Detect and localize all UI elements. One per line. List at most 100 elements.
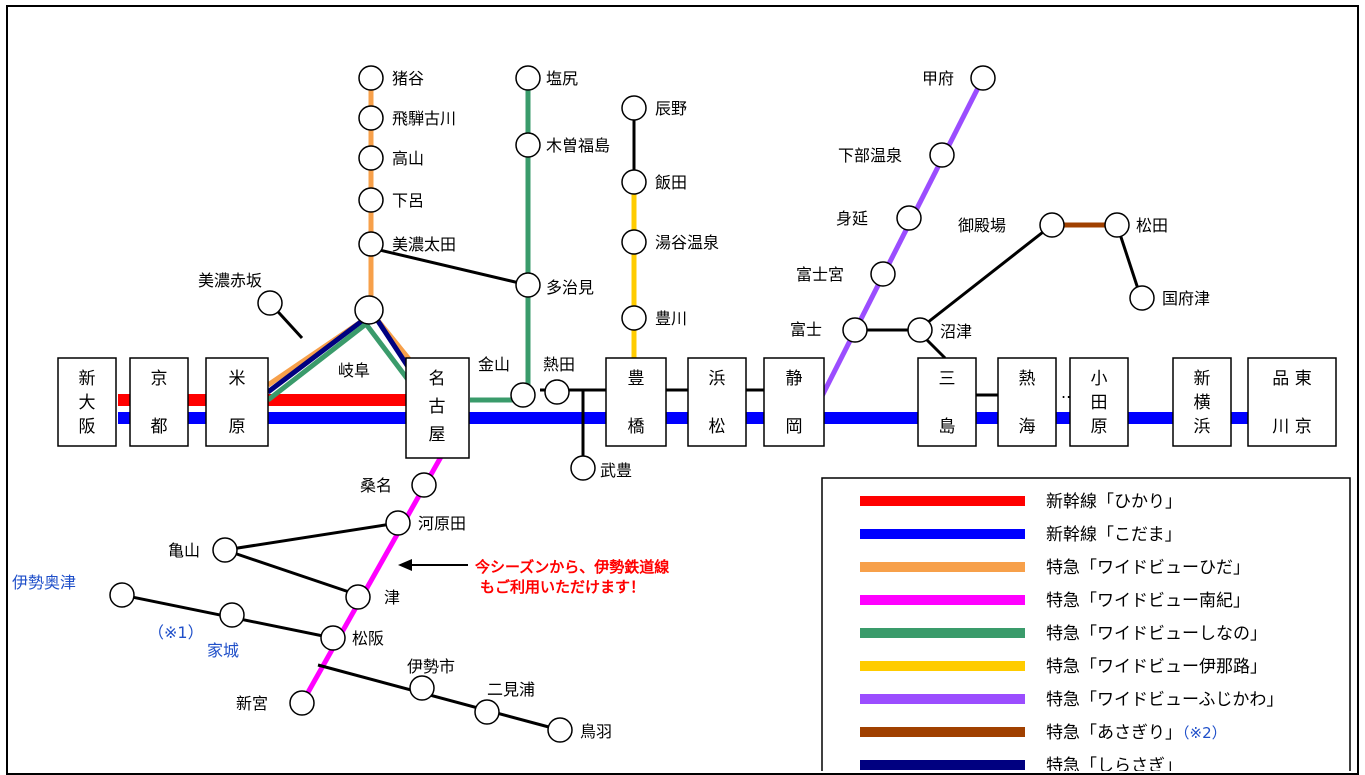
station-box-shin-yokohama[interactable]: 新 横 浜: [1172, 357, 1232, 447]
station-box-odawara[interactable]: 小 田 原: [1069, 357, 1129, 447]
station-box-maibara[interactable]: 米 原: [205, 357, 269, 447]
station-marker-hidafurukawa[interactable]: [358, 105, 384, 131]
station-label-atsuta: 熱田: [543, 355, 575, 374]
station-label-taketoyo: 武豊: [600, 461, 632, 480]
station-marker-toba[interactable]: [547, 717, 573, 743]
station-marker-fuji[interactable]: [842, 317, 868, 343]
station-box-hamamatsu[interactable]: 浜 松: [687, 357, 747, 447]
note-line-2: もご利用いただけます！: [480, 578, 645, 596]
station-marker-futaminoura[interactable]: [474, 699, 500, 725]
gotemba-line: [917, 223, 1053, 332]
box-text: 岡: [786, 417, 803, 437]
station-marker-taketoyo[interactable]: [570, 455, 596, 481]
shinano-line-west: [266, 322, 368, 402]
legend-label: 新幹線「ひかり」: [1046, 491, 1182, 512]
box-text: 小: [1091, 369, 1108, 389]
box-text: 田: [1091, 393, 1108, 413]
box-text: 屋: [429, 425, 446, 445]
station-label-takayama: 高山: [392, 149, 424, 168]
station-box-shin-osaka[interactable]: 新 大 阪: [57, 357, 117, 447]
station-box-mishima[interactable]: 三 島: [917, 357, 977, 447]
station-marker-matsuda[interactable]: [1104, 212, 1130, 238]
station-marker-fujinomiya[interactable]: [870, 261, 896, 287]
box-text: 阪: [79, 417, 96, 437]
station-marker-atsuta[interactable]: [544, 379, 570, 405]
box-text: 横: [1194, 393, 1211, 413]
box-text: 川 京: [1272, 417, 1311, 437]
station-label-iseshi: 伊勢市: [407, 657, 455, 676]
box-text: 京: [151, 369, 168, 389]
legend-label: 特急「あさぎり」（※2）: [1046, 723, 1227, 743]
station-marker-ieki[interactable]: [219, 602, 245, 628]
station-marker-tsu[interactable]: [345, 584, 371, 610]
station-marker-gero[interactable]: [358, 187, 384, 213]
station-marker-iseshi[interactable]: [409, 675, 435, 701]
station-label-tsu: 津: [384, 588, 400, 607]
station-marker-shiojiri[interactable]: [515, 65, 541, 91]
sangu-line: [317, 663, 561, 732]
station-marker-inotani[interactable]: [358, 65, 384, 91]
legend-item: 新幹線「こだま」: [860, 524, 1182, 545]
station-marker-kisofukushima[interactable]: [515, 132, 541, 158]
terminal-boxes: 新 大 阪 京 都 米 原 名 古 屋 豊 橋 浜 松: [57, 357, 1337, 459]
station-box-kyoto[interactable]: 京 都: [129, 357, 189, 447]
station-marker-kozu[interactable]: [1129, 285, 1155, 311]
station-marker-minoakasaka[interactable]: [257, 290, 283, 316]
box-text: 島: [939, 417, 956, 437]
ise-railway-note: 今シーズンから、伊勢鉄道線 もご利用いただけます！: [474, 558, 669, 596]
box-text: 名: [429, 369, 446, 389]
station-marker-gifu[interactable]: [354, 295, 384, 325]
numazu-mishima: [925, 338, 947, 360]
station-label-shingu: 新宮: [236, 694, 268, 713]
note-marker-1: （※1）: [148, 623, 204, 642]
station-label-gero: 下呂: [392, 191, 424, 210]
ellipsis-mark: ..: [1061, 383, 1071, 402]
station-marker-iseokitsu[interactable]: [109, 582, 135, 608]
box-text: 品 東: [1272, 369, 1311, 389]
box-text: 三: [939, 369, 956, 389]
station-marker-kofu[interactable]: [970, 65, 996, 91]
station-marker-tajimi[interactable]: [515, 272, 541, 298]
station-marker-takayama[interactable]: [358, 145, 384, 171]
station-label-toba: 鳥羽: [580, 722, 612, 741]
legend-label: 特急「ワイドビュー伊那路」: [1046, 657, 1267, 677]
station-marker-matsusaka[interactable]: [320, 625, 346, 651]
station-marker-numazu[interactable]: [907, 317, 933, 343]
station-marker-minobu[interactable]: [896, 205, 922, 231]
legend-box: [821, 477, 1351, 771]
station-marker-kawaharada[interactable]: [385, 510, 411, 536]
station-marker-gotemba[interactable]: [1039, 212, 1065, 238]
station-marker-kuwana[interactable]: [411, 472, 437, 498]
station-marker-shingu[interactable]: [289, 690, 315, 716]
station-label-tatsuno: 辰野: [655, 99, 687, 118]
station-box-shizuoka[interactable]: 静 岡: [763, 357, 825, 447]
station-label-gifu: 岐阜: [338, 361, 370, 380]
station-box-shinagawa-tokyo[interactable]: 品 東 川 京: [1247, 357, 1337, 447]
legend-item: 特急「ワイドビューふじかわ」: [860, 690, 1283, 710]
station-marker-kameyama[interactable]: [212, 537, 238, 563]
box-text: 浜: [1194, 417, 1211, 437]
legend: 新幹線「ひかり」新幹線「こだま」特急「ワイドビューひだ」特急「ワイドビュー南紀」…: [821, 477, 1351, 771]
box-text: 都: [151, 417, 168, 437]
station-marker-kanayama[interactable]: [510, 382, 536, 408]
station-box-atami[interactable]: 熱 海: [997, 357, 1057, 447]
legend-label: 特急「ワイドビュー南紀」: [1046, 591, 1250, 611]
legend-label: 特急「ワイドビューしなの」: [1046, 624, 1267, 644]
station-label-fujinomiya: 富士宮: [796, 265, 844, 284]
station-marker-yudanionsen[interactable]: [621, 229, 647, 255]
station-marker-shimobeonsen[interactable]: [929, 142, 955, 168]
station-marker-iida[interactable]: [621, 169, 647, 195]
station-marker-toyokawa[interactable]: [621, 305, 647, 331]
station-label-yudanionsen: 湯谷温泉: [655, 233, 719, 252]
station-label-kameyama: 亀山: [168, 541, 200, 560]
legend-label: 特急「ワイドビューひだ」: [1046, 558, 1250, 578]
station-box-toyohashi[interactable]: 豊 橋: [605, 357, 667, 447]
station-box-nagoya[interactable]: 名 古 屋: [405, 357, 470, 459]
station-marker-tatsuno[interactable]: [621, 95, 647, 121]
fujikawa-line: [817, 76, 986, 402]
kansai-line: [224, 521, 399, 552]
station-marker-minoota[interactable]: [358, 231, 384, 257]
station-label-matsusaka: 松阪: [352, 629, 384, 648]
box-text: 豊: [628, 369, 645, 389]
